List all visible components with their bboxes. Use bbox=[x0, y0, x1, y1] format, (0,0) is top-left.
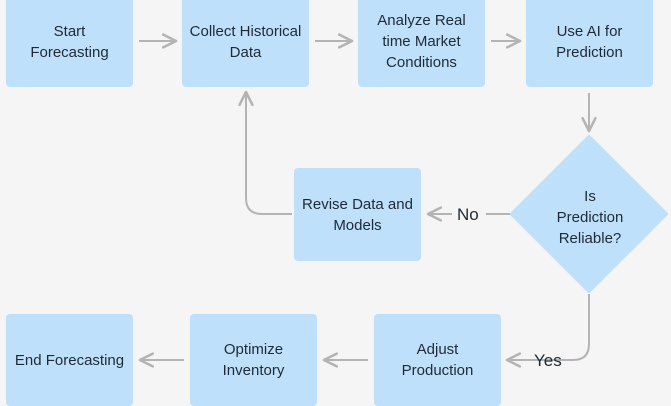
end-forecasting-node: End Forecasting bbox=[6, 314, 133, 406]
start-forecasting-node: Start Forecasting bbox=[6, 0, 133, 87]
analyze-market-conditions-node: Analyze Real time Market Conditions bbox=[358, 0, 485, 87]
adjust-production-node: Adjust Production bbox=[374, 314, 501, 406]
use-ai-prediction-node: Use AI for Prediction bbox=[526, 0, 653, 87]
decision-label: Is Prediction Reliable? bbox=[556, 188, 624, 247]
decision-diamond bbox=[510, 135, 668, 293]
revise-data-models-node: Revise Data and Models bbox=[294, 168, 421, 261]
edge-label-no: No bbox=[457, 205, 479, 224]
arrow-revise-to-collect bbox=[238, 90, 292, 215]
optimize-inventory-node: Optimize Inventory bbox=[190, 314, 317, 406]
arrow-decision-to-yes bbox=[505, 294, 590, 368]
edge-label-yes: Yes bbox=[534, 351, 562, 370]
collect-historical-data-node: Collect Historical Data bbox=[182, 0, 309, 87]
